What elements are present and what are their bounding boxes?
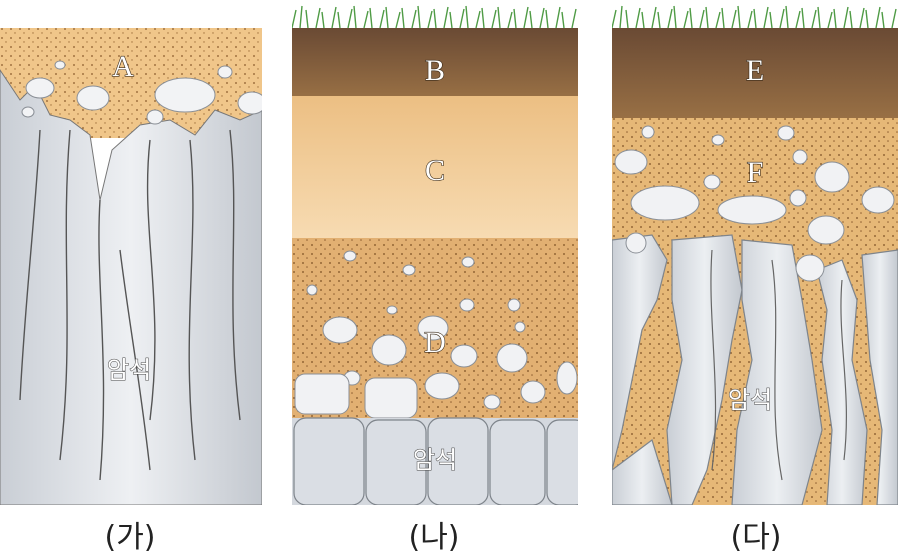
layer-label-d: D: [424, 326, 446, 359]
layer-label-e: E: [746, 54, 764, 87]
caption-ga: (가): [70, 512, 190, 556]
grass: [612, 6, 896, 28]
soil-profile-na: B C D 암석: [292, 0, 578, 505]
layer-label-b: B: [425, 54, 445, 87]
soil-profile-ga: A 암석: [0, 0, 262, 505]
caption-na: (나): [374, 512, 494, 556]
layer-label-f: F: [747, 156, 764, 189]
soil-profile-da-illustration: E F 암석: [612, 0, 898, 505]
layer-label-c: C: [425, 154, 445, 187]
grass: [292, 6, 576, 28]
rock-label: 암석: [107, 356, 151, 384]
layer-label-a: A: [112, 50, 134, 83]
soil-profile-na-illustration: B C D 암석: [292, 0, 578, 505]
caption-da: (다): [696, 512, 816, 556]
soil-profile-da: E F 암석: [612, 0, 898, 505]
rock-label: 암석: [413, 446, 457, 474]
rock-label: 암석: [728, 386, 772, 414]
soil-profile-ga-illustration: A 암석: [0, 0, 262, 505]
